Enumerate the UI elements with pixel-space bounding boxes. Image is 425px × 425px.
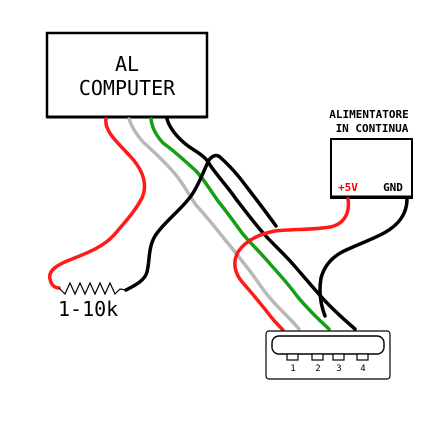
red-wire-to-resistor [47,117,147,290]
plus-5v-label: +5V [338,181,358,194]
usb-connector: 1 2 3 4 [265,330,391,380]
green-wire [149,117,331,331]
power-supply-box: +5V GND [330,138,413,199]
black-wire-data [165,117,357,331]
usb-pin-1: 1 [290,364,295,374]
gnd-label: GND [383,181,403,194]
power-supply-title-line1: ALIMENTATORE [329,108,408,121]
black-wire-gnd [318,197,409,318]
gray-wire [127,117,301,331]
power-supply-title-line2: IN CONTINUA [336,122,409,135]
black-wire-to-resistor [124,153,278,292]
usb-pin-4: 4 [360,364,365,374]
red-wire-5v [233,197,351,332]
resistor-symbol [58,281,127,296]
usb-pin-3: 3 [336,364,341,374]
resistor-label: 1-10k [58,297,118,321]
computer-label-line1: AL [115,52,139,76]
computer-label-line2: COMPUTER [79,76,176,100]
usb-pin-2: 2 [315,364,320,374]
computer-box: AL COMPUTER [45,31,209,119]
